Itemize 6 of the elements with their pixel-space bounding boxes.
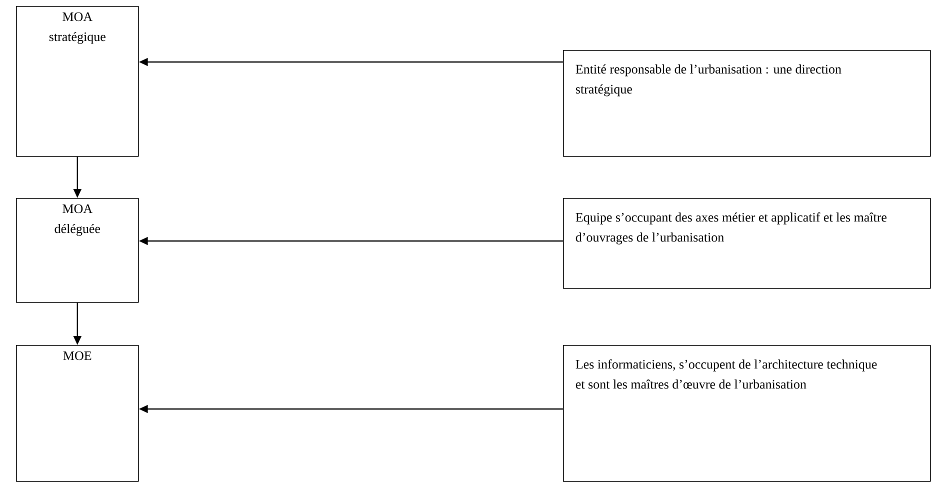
text-box: MOA stratégique: [16, 6, 139, 157]
text-box: MOA déléguée: [16, 198, 139, 303]
text-box: Les informaticiens, s’occupent de l’architecture technique et sont les maîtres d’œuvre de l’urbanisation: [563, 345, 931, 482]
text-box: Entité responsable de l’urbanisation : une direction stratégique: [563, 50, 931, 157]
text-box: Equipe s’occupant des axes métier et applicatif et les maître d’ouvrages de l’urbanisation: [563, 198, 931, 289]
text-box: MOE: [16, 345, 139, 482]
